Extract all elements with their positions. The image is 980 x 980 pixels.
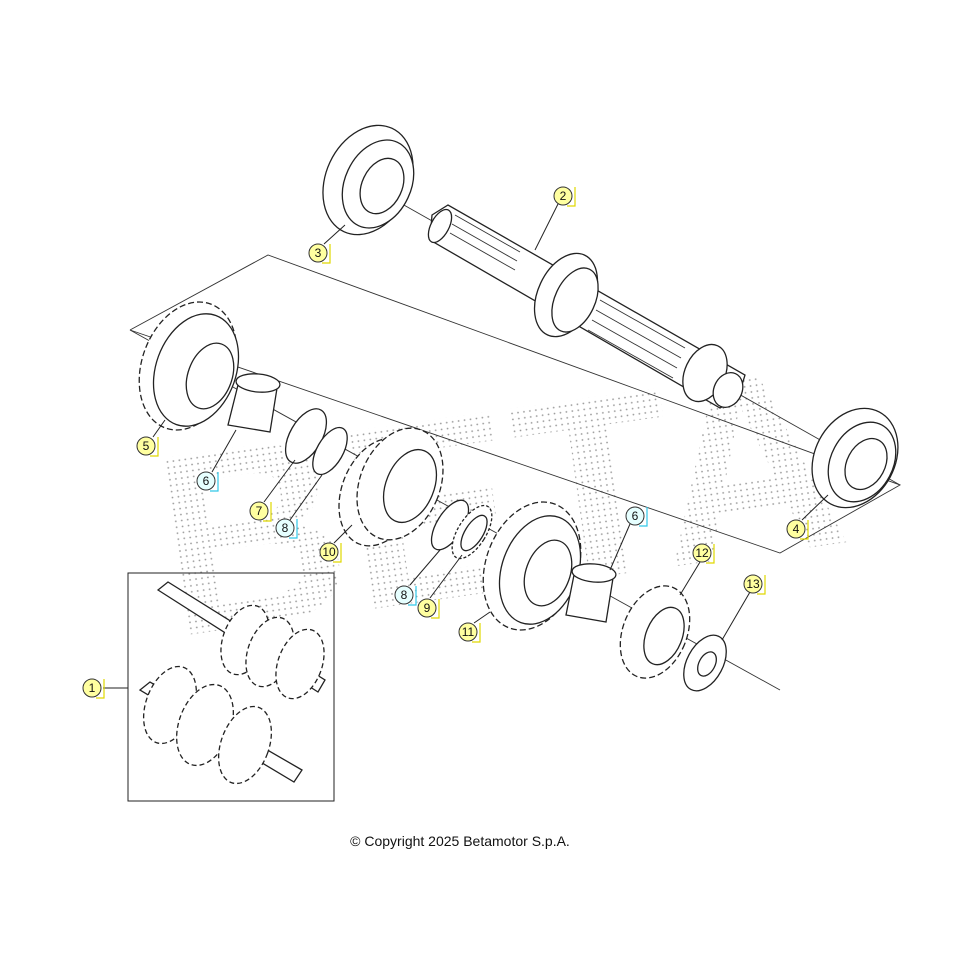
- callout-2[interactable]: 2: [553, 186, 576, 207]
- leader-lines: [103, 203, 829, 689]
- callouts: 1 2 3 4 5 6 7 8 10 8 9 11 6 12 13: [82, 186, 809, 699]
- shaft-splines: [449, 214, 686, 379]
- callout-label: 11: [462, 625, 475, 639]
- callout-bracket: [431, 599, 440, 619]
- callout-bracket: [210, 472, 219, 492]
- callout-circle: [308, 243, 328, 263]
- callout-bracket: [96, 679, 105, 699]
- callout-6-left[interactable]: 6: [196, 471, 219, 492]
- callout-8-left[interactable]: 8: [275, 518, 298, 539]
- callout-bracket: [150, 437, 159, 457]
- callout-label: 2: [560, 189, 567, 203]
- gear-12: [619, 585, 691, 679]
- callout-bracket: [263, 502, 272, 522]
- callout-bracket: [800, 520, 809, 540]
- callout-bracket: [639, 507, 648, 527]
- callout-label: 13: [746, 577, 760, 591]
- callout-7[interactable]: 7: [249, 501, 272, 522]
- callout-circle: [625, 506, 645, 526]
- callout-label: 5: [143, 439, 150, 453]
- callout-bracket: [333, 543, 342, 563]
- gear-10: [338, 427, 444, 547]
- callout-3[interactable]: 3: [308, 243, 331, 264]
- callout-bracket: [322, 244, 331, 264]
- bushing-6-right: [565, 563, 617, 623]
- callout-9[interactable]: 9: [417, 598, 440, 619]
- gear-11: [482, 501, 582, 631]
- callout-circle: [196, 471, 216, 491]
- callout-bracket: [408, 586, 417, 606]
- gear-5: [138, 301, 240, 431]
- callout-4[interactable]: 4: [786, 519, 809, 540]
- callout-bracket: [472, 623, 481, 643]
- callout-13[interactable]: 13: [743, 574, 766, 595]
- callout-label: 12: [695, 546, 709, 560]
- bushing-6-left: [227, 373, 281, 433]
- callout-circle: [553, 186, 573, 206]
- callout-bracket: [706, 544, 715, 564]
- callout-circle: [82, 678, 102, 698]
- callout-11[interactable]: 11: [458, 622, 481, 643]
- copyright-notice: © Copyright 2025 Betamotor S.p.A.: [350, 833, 570, 849]
- washer-9: [451, 504, 493, 560]
- callout-circle: [458, 622, 478, 642]
- callout-bracket: [567, 187, 576, 207]
- callout-12[interactable]: 12: [692, 543, 715, 564]
- callout-label: 8: [401, 588, 408, 602]
- callout-bracket: [289, 519, 298, 539]
- callout-label: 10: [322, 545, 336, 559]
- callout-label: 9: [424, 601, 431, 615]
- callout-label: 1: [89, 681, 96, 695]
- circlip-8-left: [312, 426, 348, 476]
- callout-6-right[interactable]: 6: [625, 506, 648, 527]
- main-shaft-2: [427, 204, 746, 409]
- gearbox-assembly-inset: [127, 572, 335, 802]
- callout-label: 7: [256, 504, 263, 518]
- callout-circle: [417, 598, 437, 618]
- callout-label: 8: [282, 521, 289, 535]
- callout-circle: [394, 585, 414, 605]
- callout-circle: [136, 436, 156, 456]
- washer-13: [683, 634, 727, 692]
- callout-5[interactable]: 5: [136, 436, 159, 457]
- callout-circle: [743, 574, 763, 594]
- bearing-4: [811, 407, 899, 509]
- callout-circle: [692, 543, 712, 563]
- callout-circle: [249, 501, 269, 521]
- callout-label: 6: [632, 509, 639, 523]
- callout-circle: [319, 542, 339, 562]
- callout-8-center[interactable]: 8: [394, 585, 417, 606]
- callout-circle: [786, 519, 806, 539]
- callout-circle: [275, 518, 295, 538]
- callout-bracket: [757, 575, 766, 595]
- callout-label: 6: [203, 474, 210, 488]
- callout-label: 3: [315, 246, 322, 260]
- callout-1[interactable]: 1: [82, 678, 105, 699]
- callout-label: 4: [793, 522, 800, 536]
- bearing-3: [322, 124, 415, 236]
- callout-10[interactable]: 10: [319, 542, 342, 563]
